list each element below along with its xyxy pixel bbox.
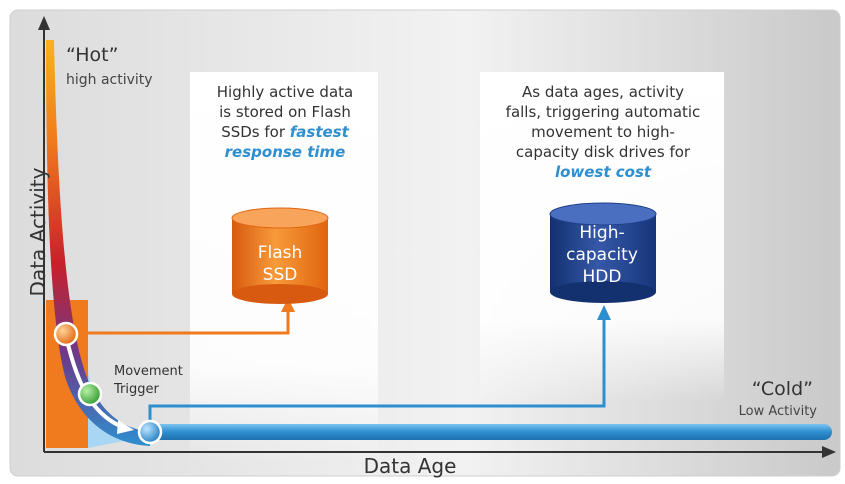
hdd-connector bbox=[148, 316, 606, 428]
hdd-callout-line4: capacity disk drives for bbox=[515, 143, 691, 161]
movement-line2: Trigger bbox=[114, 382, 159, 397]
cold-bar bbox=[140, 424, 832, 440]
flash-callout-line3: SSDs for fastest bbox=[196, 122, 374, 142]
hdd-callout-line2: falls, triggering automatic bbox=[505, 103, 701, 121]
movement-line1: Movement bbox=[114, 364, 183, 379]
hdd-cylinder-line2: capacity bbox=[566, 245, 638, 265]
y-axis-arrowhead bbox=[38, 16, 50, 30]
flash-callout: Highly active data is stored on Flash SS… bbox=[196, 82, 374, 162]
flash-callout-line3-plain: SSDs for bbox=[221, 123, 290, 141]
hdd-callout-line1: As data ages, activity bbox=[522, 83, 684, 101]
flash-cylinder-line1: Flash bbox=[257, 243, 303, 263]
hdd-cylinder-label: High- capacity HDD bbox=[548, 222, 656, 288]
flash-connector-arrowhead bbox=[281, 298, 295, 312]
hdd-callout-line5: lowest cost bbox=[554, 163, 652, 181]
flash-cylinder-line2: SSD bbox=[262, 265, 298, 285]
x-axis-title: Data Age bbox=[363, 454, 457, 478]
hdd-callout-line3: movement to high- bbox=[531, 123, 675, 141]
hot-title: “Hot” bbox=[66, 44, 119, 66]
hdd-cylinder-line1: High- bbox=[579, 223, 625, 243]
hot-subtitle: high activity bbox=[66, 72, 153, 88]
flash-cylinder-label: Flash SSD bbox=[232, 242, 328, 286]
hot-dot bbox=[53, 321, 79, 347]
cold-title: “Cold” bbox=[751, 378, 813, 400]
flash-connector bbox=[66, 308, 290, 335]
hdd-callout: As data ages, activity falls, triggering… bbox=[484, 82, 722, 182]
flash-callout-line3-emph: fastest bbox=[289, 123, 349, 141]
x-axis-arrowhead bbox=[822, 446, 836, 458]
flash-ssd-cylinder bbox=[231, 207, 329, 304]
flow-arrowhead bbox=[117, 420, 134, 434]
flash-callout-line4: response time bbox=[224, 143, 346, 161]
cold-subtitle: Low Activity bbox=[738, 404, 817, 419]
movement-trigger-label: Movement Trigger bbox=[114, 363, 204, 399]
hdd-cylinder-line3: HDD bbox=[582, 267, 622, 287]
hdd-cylinder bbox=[549, 202, 657, 303]
y-axis-title: Data Activity bbox=[26, 167, 50, 297]
cold-dot bbox=[137, 419, 163, 445]
movement-trigger-dot bbox=[77, 381, 103, 407]
flash-callout-line2: is stored on Flash bbox=[219, 103, 351, 121]
hdd-connector-arrowhead bbox=[597, 305, 611, 320]
flash-callout-line1: Highly active data bbox=[216, 83, 354, 101]
